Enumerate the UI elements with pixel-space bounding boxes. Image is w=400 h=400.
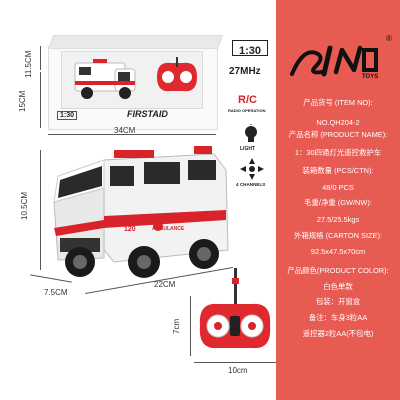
remote-width-line [194,362,276,363]
box-scale-badge: 1:30 [57,111,78,120]
box-depth-label: 15CM [18,90,27,112]
spec-line: 产品颜色(PRODUCT COLOR): [287,266,389,275]
logo-sub-text: TOYS [362,74,379,80]
rc-label: R/C [238,94,257,106]
remote-height-label: 7cm [172,318,181,334]
ambulance-number: 120 [124,226,136,233]
sino-logo [290,45,378,77]
remote-height-line [190,296,191,356]
box-width-line [48,134,216,135]
lightbulb-icon [245,124,257,142]
spec-line: 毛重/净重 (GW/NW): [304,198,372,207]
box-width-label: 34CM [114,126,136,135]
spec-line: 92.5x47.5x70cm [310,247,366,256]
car-height-line [40,150,41,270]
spec-line: 装箱数量 (PCS/CTN): [302,166,374,175]
remote-control-image [199,268,271,349]
remote-width-label: 10cm [228,366,248,375]
spec-line: 1：30四通灯光遥控救护车 [294,148,382,157]
box-height-label: 11.5CM [24,50,33,78]
ambulance-side-text: AMBULANCE [152,226,185,232]
spec-panel: TOYS ® 产品货号 (ITEM NO): NO.QH204-2 产品名称 (… [276,0,400,400]
car-width-label: 7.5CM [44,288,68,297]
car-height-label: 10.5CM [20,191,29,220]
spec-line: 备注：车身3粒AA [308,313,368,322]
spec-line: 包装：开窗盒 [315,297,361,306]
light-label: LIGHT [240,146,255,152]
spec-line: NO.QH204-2 [316,118,360,127]
spec-line: 48/0 PCS [322,183,354,192]
box-depth-line [40,72,41,128]
spec-line: 产品货号 (ITEM NO): [303,98,373,107]
frequency-label: 27MHz [229,66,261,77]
spec-line: 外箱规格 (CARTON SIZE): [293,231,382,240]
product-box: FIRSTAID 1:30 [48,35,224,130]
registered-mark: ® [386,34,392,43]
spec-line: 白色单款 [323,282,353,291]
rc-sub-label: RADIO OPERATION [228,108,266,113]
spec-line: 遥控器2粒AA(不包电) [302,329,374,338]
box-top-face [48,35,224,49]
scale-badge: 1:30 [232,40,268,57]
channels-label: 4 CHANNELS [236,182,266,187]
ambulance-image [53,146,229,278]
four-channels-icon [240,158,264,180]
spec-line: 27.5/25.5kgs [316,215,360,224]
box-remote-image [157,57,197,92]
car-length-label: 22CM [154,280,176,289]
box-ambulance-image [74,59,136,99]
spec-line: 产品名称 (PRODUCT NAME): [288,130,388,139]
box-firstaid-title: FIRSTAID [127,109,168,119]
scale-text: 1:30 [238,45,262,57]
box-height-line [40,46,41,70]
